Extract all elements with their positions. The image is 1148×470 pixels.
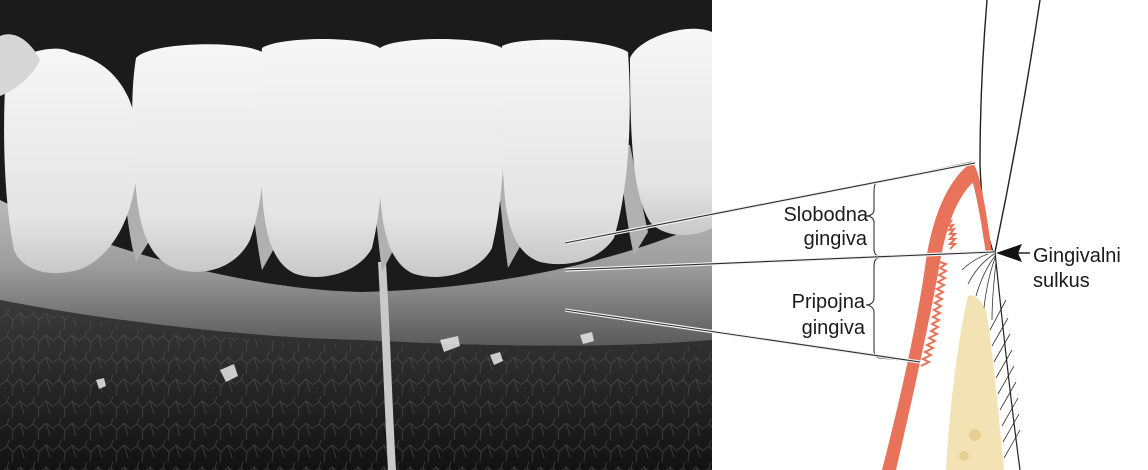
label-gingival-sulcus-line2: sulkus	[1033, 269, 1090, 293]
tooth	[377, 39, 504, 277]
label-attached-gingiva-line2: gingiva	[802, 316, 865, 340]
bone-marrow	[969, 429, 981, 441]
label-attached-gingiva-line1: Pripojna	[792, 290, 865, 314]
tooth	[132, 44, 265, 272]
schematic-diagram	[866, 0, 1040, 470]
tooth	[259, 39, 384, 277]
tooth	[500, 40, 630, 264]
free-gingiva-brace	[866, 182, 880, 256]
alveolar-bone	[946, 296, 1004, 470]
tooth-outline	[995, 0, 1040, 252]
label-free-gingiva-line2: gingiva	[804, 227, 867, 251]
attached-gingiva-brace	[866, 258, 880, 358]
label-gingival-sulcus-line1: Gingivalni	[1033, 244, 1121, 268]
rete-ridges	[946, 221, 955, 249]
tooth	[630, 29, 712, 235]
bone-marrow	[959, 451, 969, 461]
label-free-gingiva-line1: Slobodna	[783, 203, 868, 227]
